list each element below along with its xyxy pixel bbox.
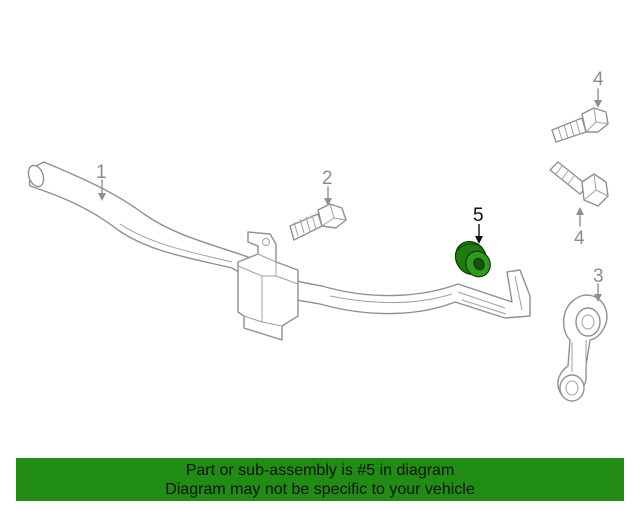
bar-bushing-bracket xyxy=(237,231,299,341)
callout-4-upper: 4 xyxy=(593,69,604,90)
info-banner: Part or sub-assembly is #5 in diagram Di… xyxy=(16,458,624,501)
callout-3: 3 xyxy=(593,266,604,287)
callout-1: 1 xyxy=(96,162,107,183)
bushing-part-5-highlighted[interactable] xyxy=(450,236,495,281)
bolt-part-2 xyxy=(289,203,347,241)
bolt-part-4-upper xyxy=(551,107,609,143)
leader-lines xyxy=(98,88,602,302)
callout-2: 2 xyxy=(322,168,333,189)
callout-4-lower: 4 xyxy=(574,228,585,249)
stabilizer-link xyxy=(557,294,608,402)
banner-line-1: Part or sub-assembly is #5 in diagram xyxy=(185,462,455,479)
parts-diagram: 1 2 3 4 4 5 xyxy=(27,69,609,402)
bolt-part-4-lower xyxy=(549,161,609,207)
banner-line-2: Diagram may not be specific to your vehi… xyxy=(165,481,475,498)
callout-5: 5 xyxy=(473,205,484,226)
